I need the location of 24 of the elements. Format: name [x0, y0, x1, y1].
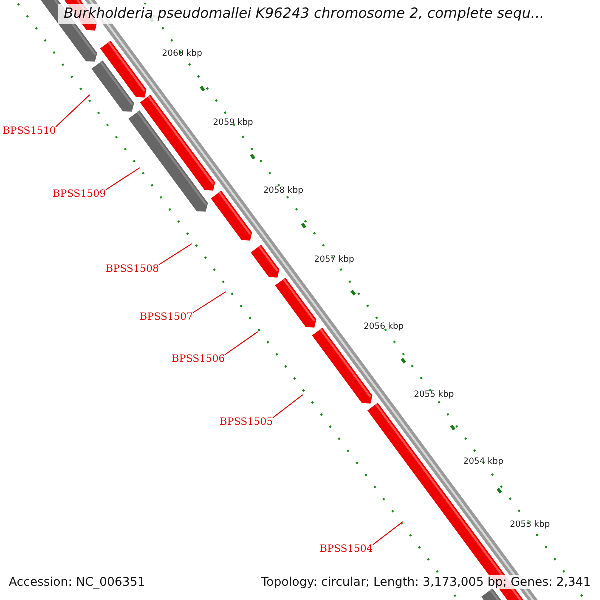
gene-label: BPSS1508 — [106, 264, 160, 276]
leader-line — [272, 394, 304, 418]
scale-label: 2057 kbp — [314, 255, 354, 265]
scale-label: 2060 kbp — [162, 49, 202, 59]
scale-label: 2055 kbp — [414, 390, 454, 400]
scale-label: 2053 kbp — [510, 520, 550, 530]
scale-label: 2056 kbp — [364, 322, 404, 332]
accession-text: Accession: NC_006351 — [9, 575, 146, 589]
scale-label: 2058 kbp — [263, 186, 304, 196]
leader-line — [56, 94, 90, 128]
leader-line — [106, 168, 140, 190]
gene-label: BPSS1510 — [3, 126, 56, 138]
leader-line — [192, 292, 226, 314]
leader-line — [224, 332, 258, 356]
gene-label: BPSS1505 — [220, 417, 274, 429]
leader-line — [158, 244, 192, 266]
gene-label: BPSS1504 — [320, 544, 374, 556]
gene-label: BPSS1506 — [172, 354, 226, 366]
leader-line — [372, 522, 404, 546]
scale-label: 2059 kbp — [213, 118, 254, 128]
gene-label: BPSS1509 — [53, 189, 106, 201]
scale-label: 2054 kbp — [464, 457, 504, 467]
gene-label: BPSS1507 — [140, 312, 194, 324]
sequence-info-text: Topology: circular; Length: 3,173,005 bp; Genes: 2,341 — [261, 575, 591, 589]
